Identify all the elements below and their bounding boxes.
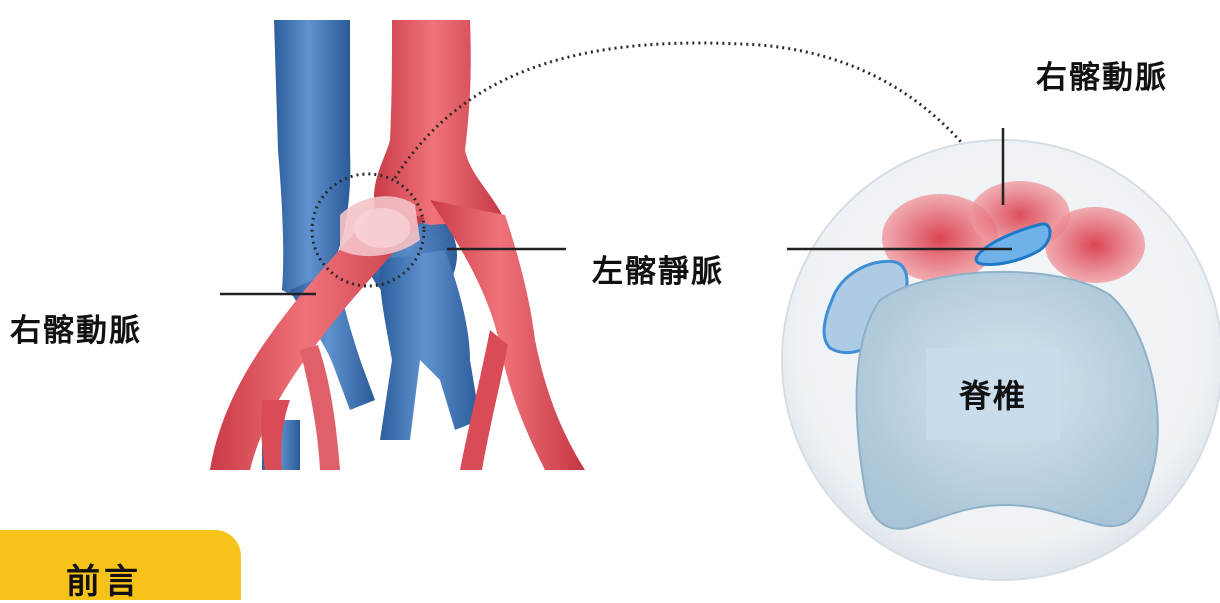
label-right-iliac-artery-left: 右髂動脈 (10, 305, 142, 350)
aorta (374, 20, 505, 225)
vessel-illustration (210, 20, 585, 470)
section-tab-label: 前言 (66, 554, 142, 603)
artery-right-blob (1045, 207, 1145, 283)
label-spine: 脊椎 (926, 348, 1060, 440)
label-right-iliac-artery-top: 右髂動脈 (1036, 52, 1168, 97)
label-left-iliac-vein: 左髂靜脈 (592, 246, 724, 291)
left-iliac-vein-body (380, 250, 480, 440)
